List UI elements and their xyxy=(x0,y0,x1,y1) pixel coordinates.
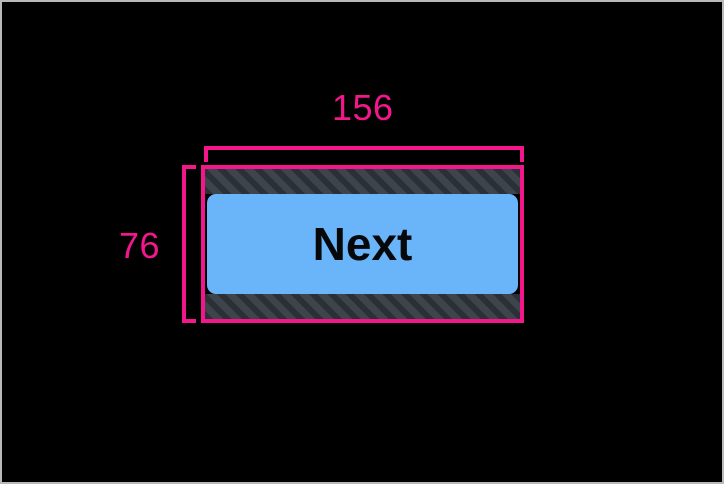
margin-hatch-bottom xyxy=(205,294,520,319)
next-button-label: Next xyxy=(312,218,413,270)
width-dimension-label: 156 xyxy=(332,87,394,128)
selected-element-outline: Next xyxy=(201,165,524,323)
next-button[interactable]: Next xyxy=(207,194,518,294)
height-dimension-label: 76 xyxy=(119,225,161,266)
width-dimension-bracket xyxy=(204,146,524,162)
margin-hatch-top xyxy=(205,169,520,194)
height-dimension-bracket xyxy=(182,165,196,323)
